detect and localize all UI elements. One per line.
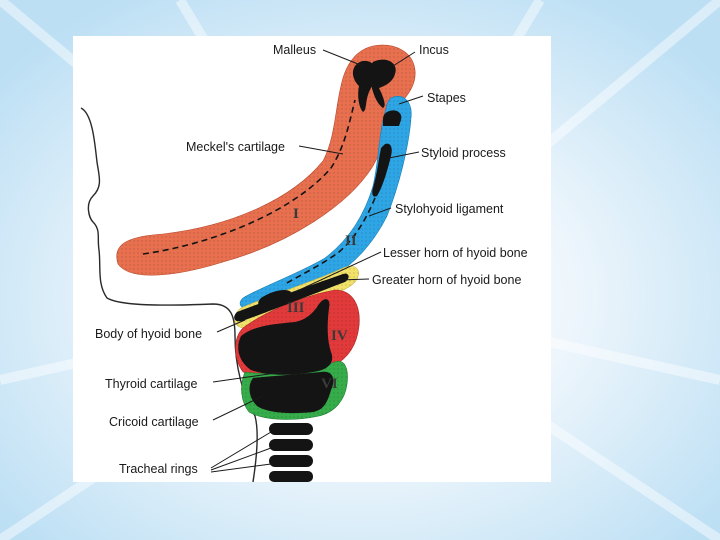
label-greater-horn: Greater horn of hyoid bone (372, 273, 521, 287)
stylohyoid-dash (284, 197, 376, 285)
label-thyroid-cartilage: Thyroid cartilage (105, 377, 197, 391)
label-stapes: Stapes (427, 91, 466, 105)
arch-label-iv: IV (331, 328, 348, 344)
label-body-hyoid: Body of hyoid bone (95, 327, 202, 341)
arch-label-iii: III (287, 300, 305, 316)
cartilage-elements (234, 59, 402, 482)
arch-label-ii: II (345, 233, 357, 249)
label-lesser-horn: Lesser horn of hyoid bone (383, 246, 528, 260)
label-malleus: Malleus (273, 43, 316, 57)
label-tracheal-rings: Tracheal rings (119, 462, 198, 476)
label-incus: Incus (419, 43, 449, 57)
meckel-dash (142, 99, 356, 255)
leader-lines (210, 49, 424, 473)
label-meckels-cartilage: Meckel's cartilage (186, 140, 285, 154)
label-styloid-process: Styloid process (421, 146, 506, 160)
arch-label-i: I (293, 206, 299, 222)
label-cricoid-cartilage: Cricoid cartilage (109, 415, 199, 429)
pharyngeal-arch-diagram: I II III IV VI Malleus Incus Stapes Meck… (80, 43, 528, 482)
label-stylohyoid-ligament: Stylohyoid ligament (395, 202, 504, 216)
arch-label-vi: VI (321, 376, 338, 392)
